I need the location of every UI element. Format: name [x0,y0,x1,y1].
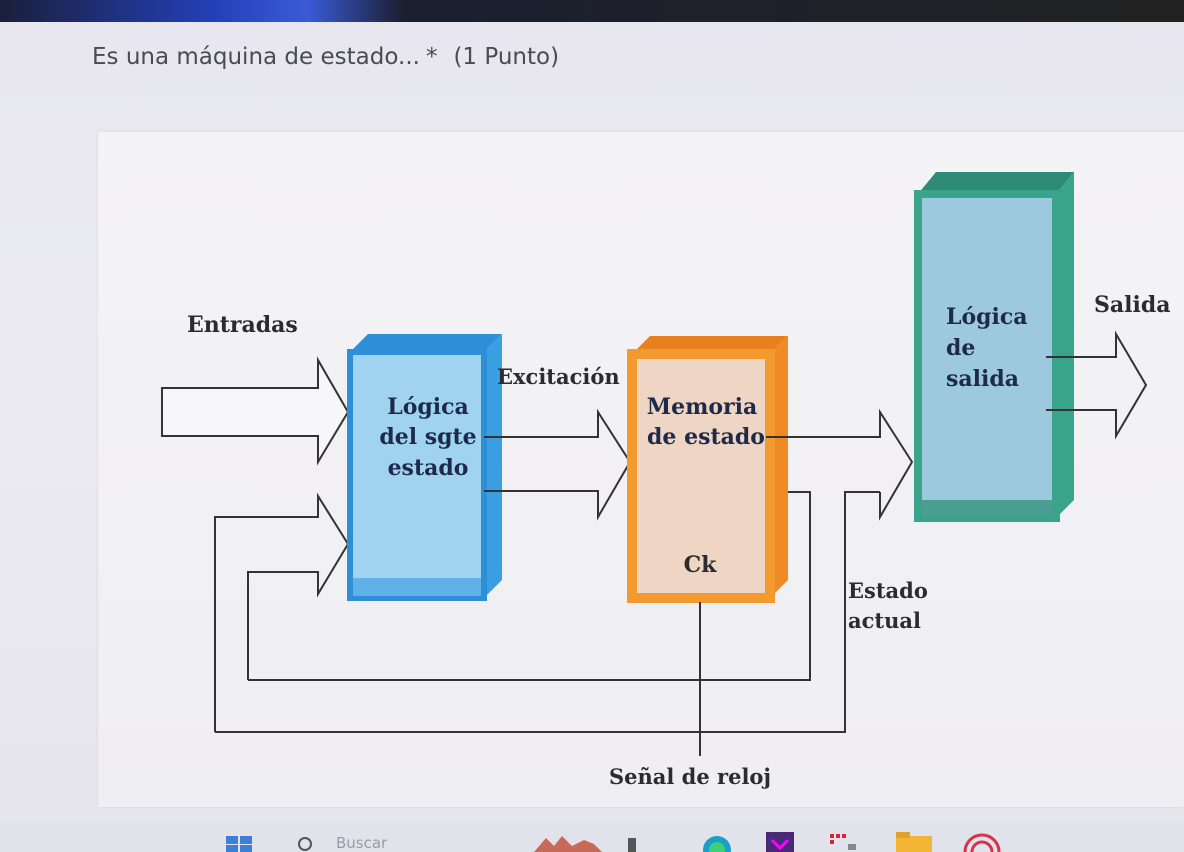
edge-browser-icon[interactable] [700,832,734,852]
next-state-logic-line3: estado [388,455,469,481]
output-logic-box-side [1056,172,1074,518]
feedback-line-outer [215,491,880,733]
output-logic-line3: salida [946,366,1019,392]
app-icon-purple[interactable] [766,832,794,852]
inputs-label: Entradas [187,312,298,338]
window-top-bar [0,0,1184,22]
question-title: Es una máquina de estado...* (1 Punto) [92,44,559,70]
question-points: (1 Punto) [453,44,560,70]
next-state-logic-box-top [350,334,502,352]
excitation-arrow [484,408,632,521]
output-logic-line2: de [946,335,975,361]
state-memory-line2: de estado [647,424,765,450]
output-logic-box-top [918,172,1074,194]
opera-browser-icon[interactable] [962,830,1002,852]
next-state-logic-box-side [484,334,502,598]
inputs-arrow [161,356,350,466]
state-memory-box [627,349,775,603]
output-logic-line1: Lógica [946,304,1028,330]
clock-label: Ck [684,552,718,578]
next-state-logic-line1: Lógica [387,394,469,420]
taskbar-search-input[interactable]: Buscar [336,834,388,852]
current-state-line1: Estado [848,578,928,603]
feedback-arrow-upper [214,492,350,732]
output-label: Salida [1094,292,1171,318]
state-memory-line1: Memoria [647,394,758,420]
output-arrow [1046,330,1148,440]
search-icon[interactable] [296,834,316,852]
question-text: Es una máquina de estado... [92,44,420,70]
file-icon[interactable] [628,838,638,852]
required-mark: * [425,44,438,70]
clock-signal-label: Señal de reloj [609,764,771,789]
next-state-logic-box [347,349,487,601]
excitation-label: Excitación [497,364,620,389]
file-explorer-icon[interactable] [896,832,932,852]
windows-start-icon[interactable] [222,832,256,852]
current-state-arrow [766,408,914,521]
app-icon-grid[interactable] [828,832,858,852]
taskbar [0,822,1184,852]
widgets-icon[interactable] [532,832,604,852]
current-state-line2: actual [848,608,921,633]
output-logic-box [914,190,1060,522]
next-state-logic-line2: del sgte [379,424,476,450]
